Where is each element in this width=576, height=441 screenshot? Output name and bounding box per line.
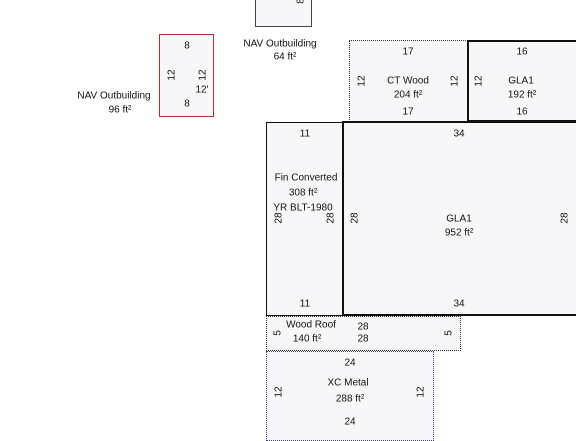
xc-left-dim: 12 [273, 386, 285, 398]
wood-roof-name: Wood Roof [286, 319, 336, 331]
fin-name: Fin Converted [274, 172, 338, 184]
gla-main-bottom-dim: 34 [453, 298, 465, 310]
fin-converted-area[interactable] [266, 122, 344, 316]
gla-small-name: GLA1 [508, 75, 534, 87]
gla-main-left-dim: 28 [349, 212, 361, 224]
wood-roof-bottom-dim: 28 [357, 333, 369, 345]
nav-outbuilding-top[interactable] [255, 0, 312, 27]
gla-small-bottom-dim: 16 [516, 106, 528, 118]
ct-wood-name: CT Wood [387, 75, 429, 87]
nav-left-left-dim: 12 [166, 69, 178, 81]
ct-wood-right-dim: 12 [449, 75, 461, 87]
nav-left-name: NAV Outbuilding [77, 90, 151, 102]
ct-wood-bottom-dim: 17 [402, 106, 414, 118]
ct-wood-left-dim: 12 [356, 75, 368, 87]
nav-left-top-dim: 8 [184, 40, 190, 52]
wood-roof-right-dim: 5 [443, 330, 455, 336]
nav-mid-area: 64 ft² [273, 51, 297, 63]
ct-wood-area-text: 204 ft² [393, 89, 423, 101]
fin-bottom-dim: 11 [299, 298, 311, 310]
ct-wood-area[interactable] [349, 40, 468, 122]
nav-outbuilding-left[interactable] [159, 34, 214, 117]
gla-main-top-dim: 34 [453, 128, 465, 140]
gla1-small-area[interactable] [467, 40, 576, 122]
gla-small-top-dim: 16 [516, 46, 528, 58]
fin-left-dim: 28 [273, 212, 285, 224]
xc-right-dim: 12 [415, 386, 427, 398]
gla-small-left-dim: 12 [473, 75, 485, 87]
gla-main-right-dim: 28 [559, 212, 571, 224]
wood-roof-area-text: 140 ft² [292, 333, 322, 345]
nav-left-inner-dim: 12' [195, 84, 209, 96]
gla-main-area-text: 952 ft² [444, 227, 474, 239]
fin-year-built: YR BLT-1980 [273, 202, 333, 214]
wood-roof-top-dim: 28 [357, 321, 369, 333]
fin-right-dim: 28 [325, 212, 337, 224]
ct-wood-top-dim: 17 [402, 46, 414, 58]
fin-area-text: 308 ft² [288, 187, 318, 199]
nav-left-area: 96 ft² [108, 104, 132, 116]
gla-main-name: GLA1 [446, 213, 472, 225]
nav-left-right-dim: 12 [197, 69, 209, 81]
xc-top-dim: 24 [344, 357, 356, 369]
xc-area-text: 288 ft² [335, 393, 365, 405]
gla1-main-area[interactable] [342, 121, 576, 316]
fin-top-dim: 11 [299, 128, 311, 140]
xc-bottom-dim: 24 [344, 416, 356, 428]
xc-name: XC Metal [327, 377, 369, 389]
xc-metal-area[interactable] [266, 351, 434, 441]
gla-small-area-text: 192 ft² [507, 89, 537, 101]
nav-left-bottom-dim: 8 [184, 98, 190, 110]
nav-mid-name: NAV Outbuilding [243, 38, 317, 50]
wood-roof-area[interactable] [266, 316, 461, 351]
wood-roof-left-dim: 5 [272, 330, 284, 336]
nav-top-side-dim: 8 [295, 0, 307, 4]
